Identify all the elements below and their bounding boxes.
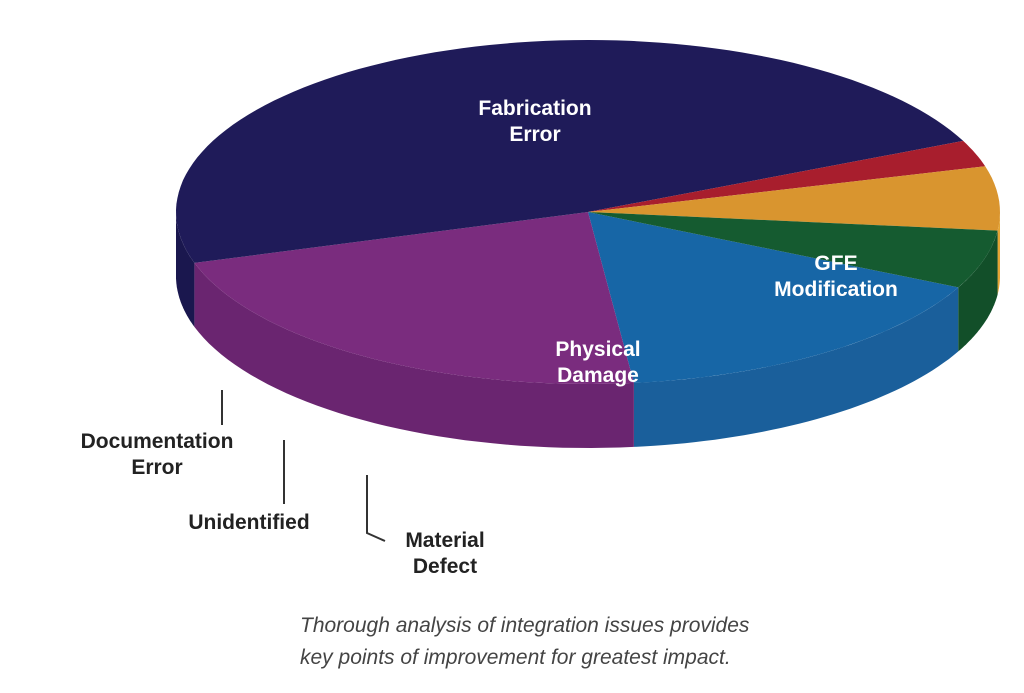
pie-slice-physical-damage xyxy=(588,212,959,383)
pie-side-physical-damage xyxy=(633,287,959,447)
pie-side-walls xyxy=(176,212,1000,448)
label-unidentified: Unidentified xyxy=(188,511,309,534)
caption-line-2: key points of improvement for greatest i… xyxy=(300,646,731,669)
pie-side-material-defect xyxy=(958,230,998,352)
pie-slice-fabrication-error xyxy=(176,40,964,263)
caption-line-1: Thorough analysis of integration issues … xyxy=(300,614,750,637)
callout-lines xyxy=(221,390,386,542)
pie-slice-documentation-error xyxy=(588,140,986,212)
pie-side-unidentified xyxy=(997,212,1000,295)
pie-top-faces xyxy=(176,40,1000,384)
pie-slice-material-defect xyxy=(588,212,998,288)
callout-line-material-defect xyxy=(366,475,386,542)
pie-slice-unidentified xyxy=(588,166,1000,231)
pie-side-gfe-modification xyxy=(194,262,634,448)
chart-caption: Thorough analysis of integration issues … xyxy=(300,610,920,674)
pie-slice-gfe-modification xyxy=(194,212,634,384)
pie-side-fabrication-error xyxy=(176,212,195,327)
